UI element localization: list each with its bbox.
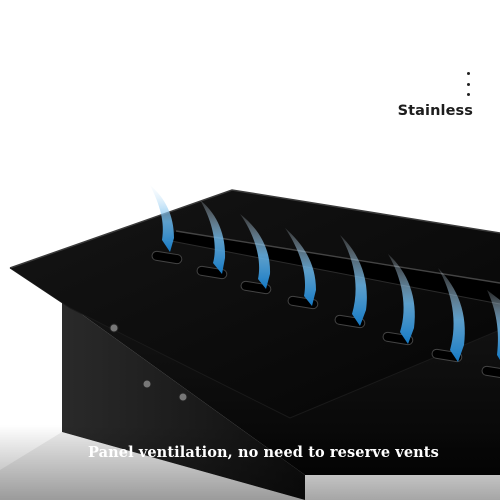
airflow-arrow [438, 268, 465, 362]
screw [142, 379, 152, 389]
screw [109, 323, 119, 333]
airflow-arrow [487, 290, 500, 360]
material-label: Stainless [397, 103, 473, 119]
more-vertical-icon[interactable] [463, 72, 473, 96]
airflow-arrow [150, 185, 174, 252]
caption-text: Panel ventilation, no need to reserve ve… [88, 444, 439, 461]
vent-slot [151, 250, 183, 265]
mounting-screws [109, 323, 188, 402]
airflow-arrows [150, 185, 500, 362]
airflow-arrow [200, 200, 226, 274]
airflow-arrow [340, 235, 367, 326]
screw [178, 392, 188, 402]
top-panel [10, 190, 500, 418]
airflow-arrow [388, 254, 415, 344]
airflow-arrow [240, 214, 271, 289]
vent-slot [481, 365, 500, 380]
airflow-arrow [285, 228, 316, 306]
burner-channel [166, 231, 500, 304]
